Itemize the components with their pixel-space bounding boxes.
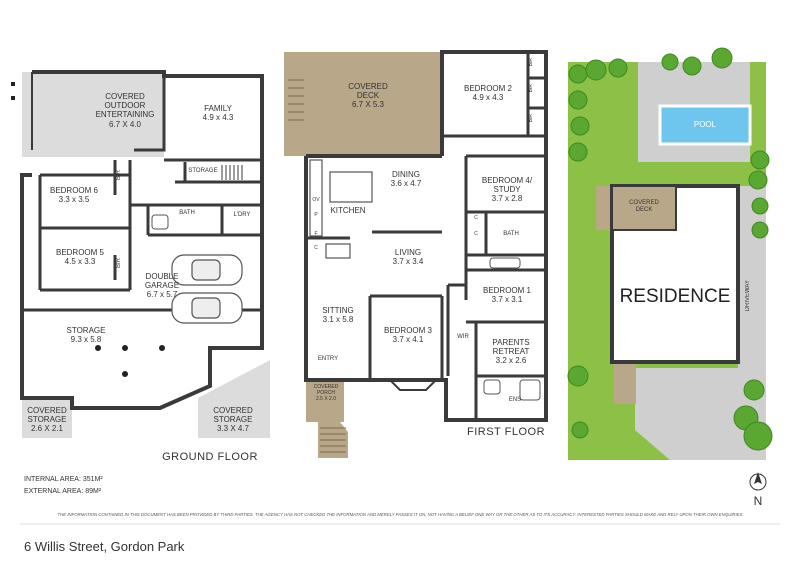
external-area: EXTERNAL AREA: 89M²: [24, 488, 102, 495]
room-label: BIR: [528, 84, 534, 93]
fixture-label: OV: [312, 197, 320, 203]
ground-interior-walls: [22, 76, 262, 312]
covered-storage-right: [198, 360, 270, 438]
room-label: BIR: [528, 114, 534, 123]
fixture-label: C: [314, 245, 318, 251]
edge-marker: [11, 82, 15, 86]
front-paving: [635, 368, 740, 460]
room-label: BIR: [528, 58, 534, 67]
north-arrow-pointer: [754, 472, 762, 484]
bay-window: [389, 379, 437, 391]
ground-floor-title: GROUND FLOOR: [162, 451, 258, 463]
room-label: ENTRY: [317, 356, 339, 362]
pool-water: [658, 104, 752, 146]
north-label: N: [753, 494, 763, 508]
covered-porch-area: [306, 380, 344, 422]
deck-steps: [288, 79, 304, 121]
first-floor-title: FIRST FLOOR: [466, 426, 546, 438]
room-label: L'DRY: [233, 212, 251, 218]
first-floor-plan: [151, 50, 548, 458]
disclaimer: THE INFORMATION CONTAINED IN THIS DOCUME…: [57, 512, 743, 517]
ground-stairs: [221, 165, 243, 180]
driveway-label: DRIVEWAY: [745, 280, 751, 312]
kitchen-counters: [309, 159, 373, 259]
storage-posts: [95, 345, 165, 377]
room-label: BIR: [116, 170, 122, 181]
site-deck-label: COVERED DECK: [629, 200, 659, 213]
room-label: STORAGE: [188, 168, 218, 174]
garage-cars: [171, 254, 243, 324]
fixture-label: C: [474, 231, 478, 237]
pool-label: POOL: [693, 120, 717, 129]
site-trees: [567, 47, 773, 451]
site-plan: [567, 47, 773, 491]
covered-deck-area: [284, 52, 442, 156]
site-deck-overlay: [611, 185, 677, 231]
edge-marker: [11, 96, 15, 100]
internal-area: INTERNAL AREA: 351M²: [24, 476, 103, 483]
site-porch: [614, 364, 636, 404]
first-interior-walls: [306, 52, 546, 420]
first-outer-wall: [304, 50, 548, 422]
room-label: BIR: [116, 258, 122, 269]
room-label: BATH: [503, 231, 519, 237]
fixture-label: P: [314, 212, 318, 218]
room-label: KITCHEN: [330, 206, 366, 215]
room-label: BATH: [179, 210, 195, 216]
fixture-label: C: [474, 215, 478, 221]
room-label: WIR: [457, 334, 469, 340]
covered-storage-left: [22, 400, 72, 438]
address: 6 Willis Street, Gordon Park: [24, 539, 185, 554]
fixture-label: F: [314, 231, 318, 237]
residence-label: RESIDENCE: [619, 286, 731, 307]
room-label: ENS: [508, 397, 522, 403]
ground-floor-plan: [11, 70, 270, 438]
porch-steps: [320, 427, 346, 453]
bath-fixtures: [151, 214, 541, 401]
covered-outdoor-area: [22, 72, 164, 157]
